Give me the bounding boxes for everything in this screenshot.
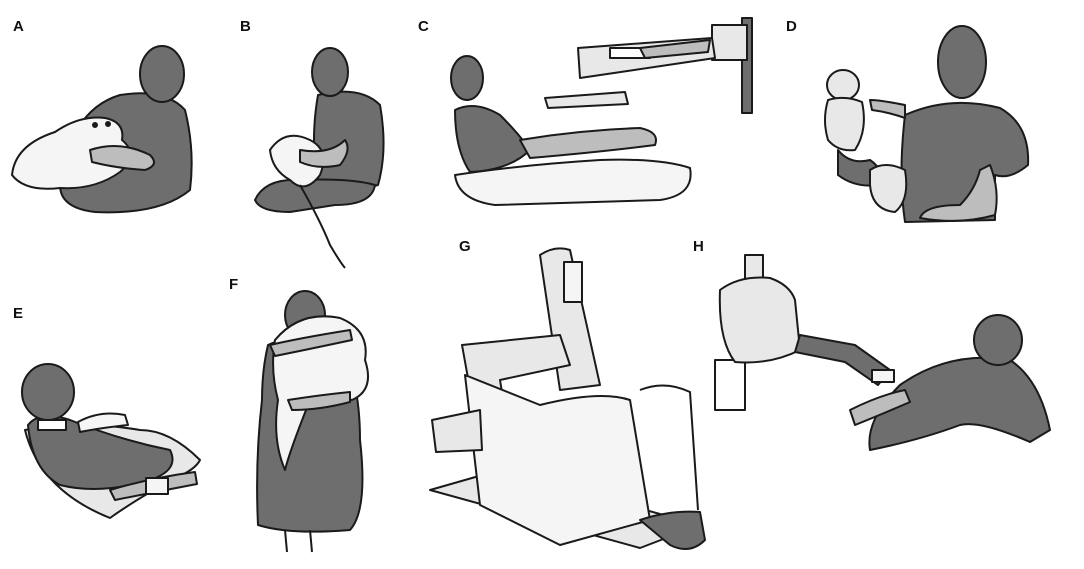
machine-rail-g [639,384,699,511]
person-b-torso [313,90,385,191]
person-b-head [311,47,349,97]
panel-d-illustration [824,25,1030,223]
bed-c [454,158,692,206]
person-a-head [139,45,185,103]
mount-plate-c [711,24,748,61]
person-f-arm-upper [269,329,353,357]
person-h-arm [849,389,911,426]
humanoid-robot-body-d [824,96,865,152]
panel-b-illustration [254,47,385,269]
machine-screen-g [563,261,583,303]
person-c-leg [519,127,657,159]
robot-body-h [718,276,801,364]
pet-tail-b [299,184,346,269]
person-a-arm [89,145,155,171]
person-e-collar [37,419,67,431]
panel-label-g: G [459,238,471,255]
panel-g-illustration [429,247,706,550]
person-b-lap [254,178,376,213]
panel-label-e: E [13,305,24,322]
person-d-head [937,25,987,99]
panel-a-illustration [11,45,193,214]
panel-label-a: A [13,18,24,35]
person-e-torso [27,415,174,490]
person-c-arm [639,39,711,59]
panel-label-b: B [240,18,251,35]
seal-robot-a [11,116,132,190]
actuator-c [544,91,629,109]
panel-c-illustration [450,17,753,206]
person-h-head [973,314,1023,366]
person-d-arm [919,164,998,222]
pet-robot-b [269,134,325,188]
person-b-arm [299,139,349,168]
tray-e [77,412,129,433]
robot-gripper-h [871,369,895,383]
person-g-foot [639,510,706,550]
wrist-device-e [145,477,169,495]
humanoid-robot-head-d [826,69,860,101]
person-e-head [21,363,75,421]
machine-side-g [431,409,483,453]
robot-head-h [744,254,764,281]
machine-panel-g [464,374,651,546]
panel-label-c: C [418,18,429,35]
seal-eye-a1 [92,122,98,128]
person-d-reach-arm [869,99,906,119]
panel-label-d: D [786,18,797,35]
panel-f-illustration [256,290,369,553]
panel-e-illustration [21,363,201,519]
robot-arm-h [794,334,891,386]
robot-mast-h [714,359,746,411]
person-f-legs [284,529,313,553]
person-c-torso [454,105,531,173]
person-f-arm-lower [287,391,351,411]
robot-bag-d [869,164,908,213]
person-c-head [450,55,484,101]
seal-eye-a2 [105,121,111,127]
panel-label-h: H [693,238,704,255]
wall-mount-c [741,17,753,114]
panel-h-illustration [714,254,1051,451]
panel-label-f: F [229,276,239,293]
